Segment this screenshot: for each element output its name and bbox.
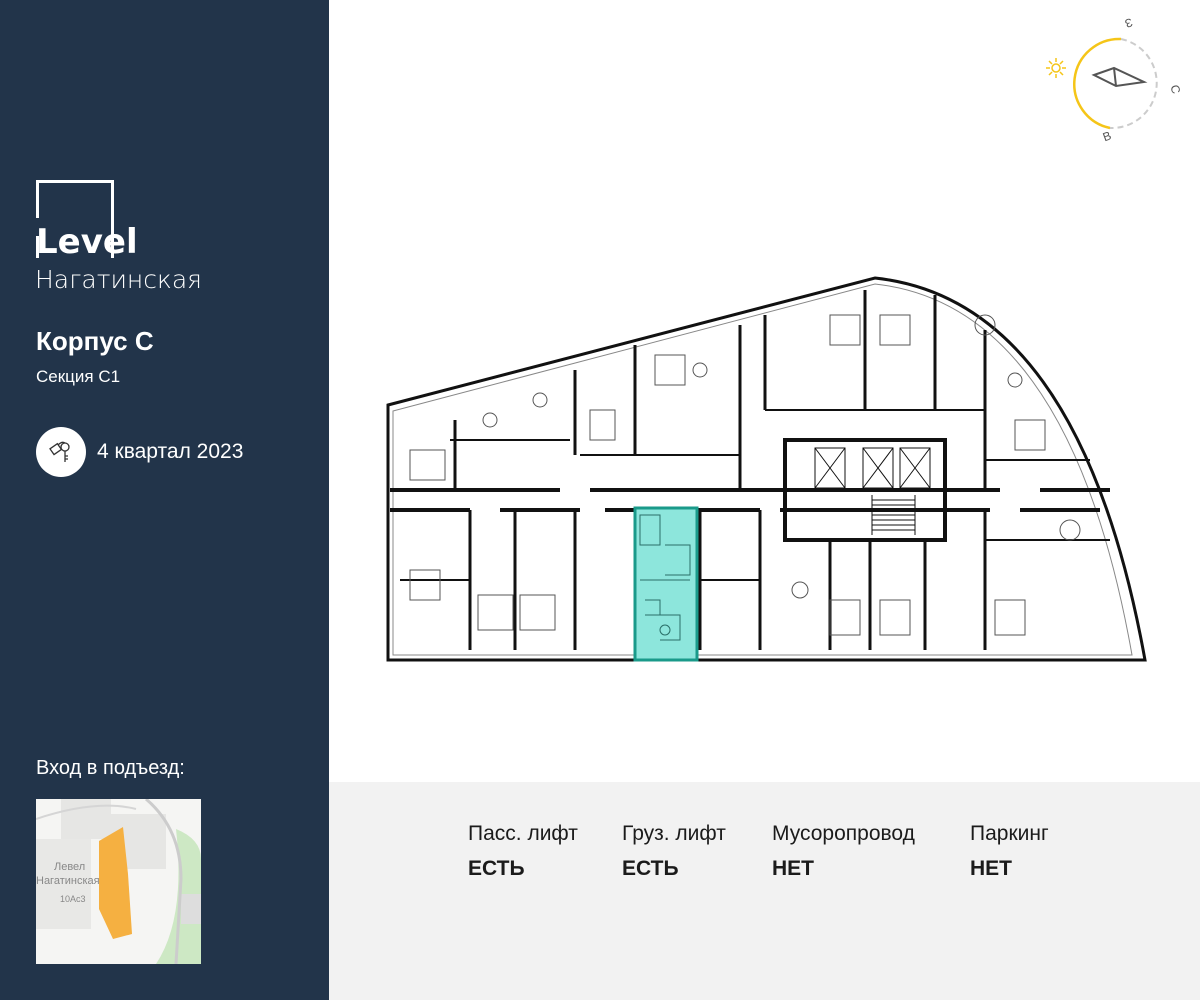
feature-label: Груз. лифт xyxy=(622,822,726,845)
feature-value: НЕТ xyxy=(970,857,1012,880)
building-title: Корпус С xyxy=(36,326,154,356)
compass-north-label: С xyxy=(1167,83,1183,95)
feature-label: Пасс. лифт xyxy=(468,822,578,845)
map-label: Нагатинская xyxy=(36,875,100,887)
map-label: Левел xyxy=(54,861,86,873)
sun-icon xyxy=(1046,58,1066,78)
logo-subtitle: Нагатинская xyxy=(35,265,202,294)
map-label: 10Ас3 xyxy=(60,894,86,904)
feature-value: ЕСТЬ xyxy=(468,857,525,880)
sidebar: Level Нагатинская Корпус С Секция С1 4 к… xyxy=(0,0,329,1000)
floor-plan: З С В xyxy=(329,0,1200,782)
entrance-label: Вход в подъезд: xyxy=(36,757,185,779)
entrance-map[interactable]: Левел Нагатинская 10Ас3 xyxy=(36,799,201,964)
feature-value: НЕТ xyxy=(772,857,814,880)
selected-apartment[interactable] xyxy=(633,506,699,662)
compass: З С В xyxy=(1046,15,1183,144)
compass-west-label: З xyxy=(1123,15,1135,31)
compass-east-label: В xyxy=(1101,128,1113,144)
keys-icon xyxy=(36,427,86,477)
furniture xyxy=(409,314,1081,636)
elevator-core xyxy=(783,438,947,542)
feature-label: Мусоропровод xyxy=(772,822,915,845)
entrance-marker xyxy=(99,827,132,939)
logo-word: Level xyxy=(36,222,138,262)
feature-label: Паркинг xyxy=(970,822,1049,845)
section-label: Секция С1 xyxy=(36,367,121,386)
building-outline xyxy=(386,276,1147,662)
deadline-text: 4 квартал 2023 xyxy=(97,440,244,463)
feature-value: ЕСТЬ xyxy=(622,857,679,880)
